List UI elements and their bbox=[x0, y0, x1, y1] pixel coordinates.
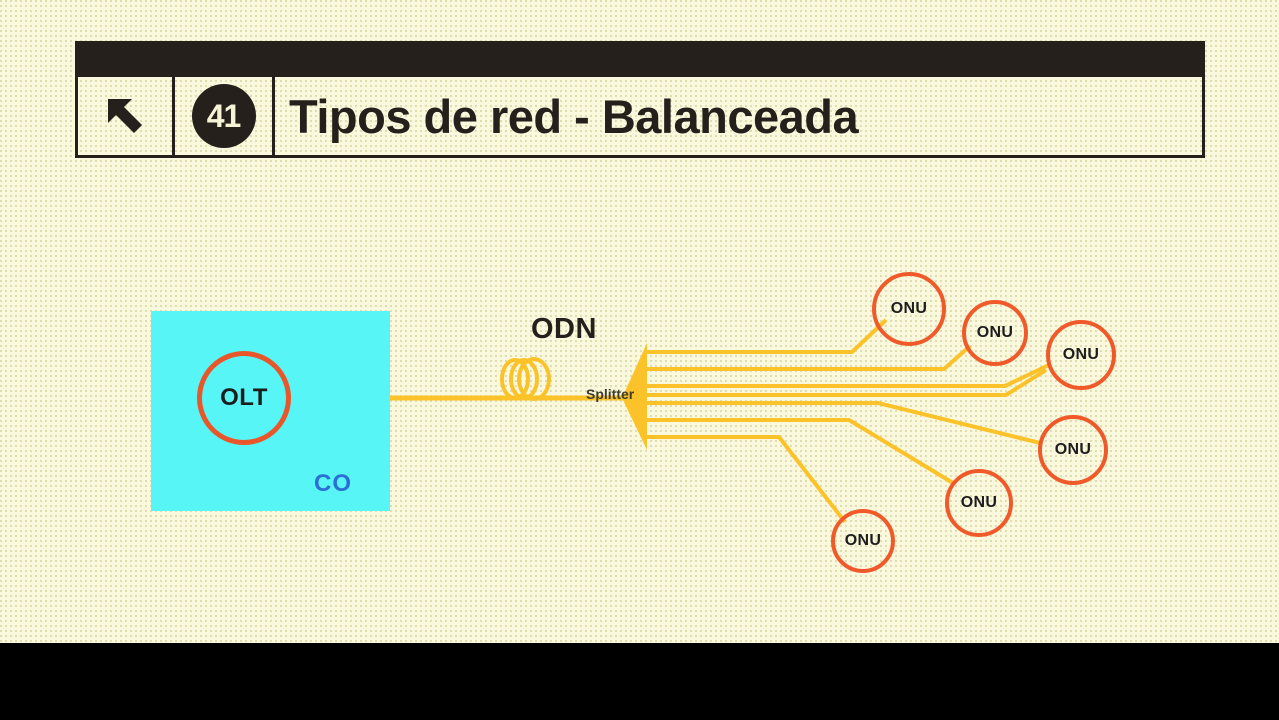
onu-label: ONU bbox=[976, 324, 1014, 341]
onu-node-4[interactable]: ONU bbox=[1038, 415, 1108, 485]
onu-label: ONU bbox=[844, 532, 882, 549]
odn-label: ODN bbox=[531, 313, 597, 345]
onu-label: ONU bbox=[1054, 441, 1092, 458]
drop-line-1 bbox=[646, 318, 888, 354]
drop-line-2 bbox=[646, 344, 972, 371]
drop-line-6 bbox=[646, 435, 847, 524]
onu-label: ONU bbox=[1062, 346, 1100, 363]
header-box: 41 Tipos de red - Balanceada bbox=[75, 74, 1205, 158]
back-button[interactable] bbox=[78, 77, 175, 155]
drop-line-5 bbox=[646, 418, 955, 485]
onu-node-2[interactable]: ONU bbox=[962, 300, 1028, 366]
page-title-text: Tipos de red - Balanceada bbox=[289, 89, 859, 143]
drop-line-3 bbox=[646, 362, 1052, 388]
splitter-triangle-icon bbox=[622, 343, 647, 450]
slide-number-text: 41 bbox=[191, 84, 256, 148]
onu-label: ONU bbox=[890, 300, 928, 317]
splitter-label: Splitter bbox=[586, 386, 635, 402]
onu-label: ONU bbox=[960, 494, 998, 511]
back-arrow-icon bbox=[108, 99, 142, 133]
olt-node[interactable]: OLT bbox=[197, 351, 291, 445]
co-label: CO bbox=[314, 470, 352, 497]
bottom-letterbox bbox=[0, 643, 1279, 720]
header-top-bar bbox=[75, 41, 1205, 74]
slide-header: 41 Tipos de red - Balanceada bbox=[75, 41, 1205, 158]
drop-line-7 bbox=[646, 368, 1048, 397]
fiber-coil-icon bbox=[500, 357, 551, 401]
onu-node-3[interactable]: ONU bbox=[1046, 320, 1116, 390]
slide-number-badge: 41 bbox=[175, 77, 275, 155]
drop-line-4 bbox=[646, 401, 1041, 445]
page-title: Tipos de red - Balanceada bbox=[275, 77, 1202, 155]
olt-label: OLT bbox=[220, 384, 268, 411]
onu-node-5[interactable]: ONU bbox=[945, 469, 1013, 537]
onu-node-6[interactable]: ONU bbox=[831, 509, 895, 573]
onu-node-1[interactable]: ONU bbox=[872, 272, 946, 346]
